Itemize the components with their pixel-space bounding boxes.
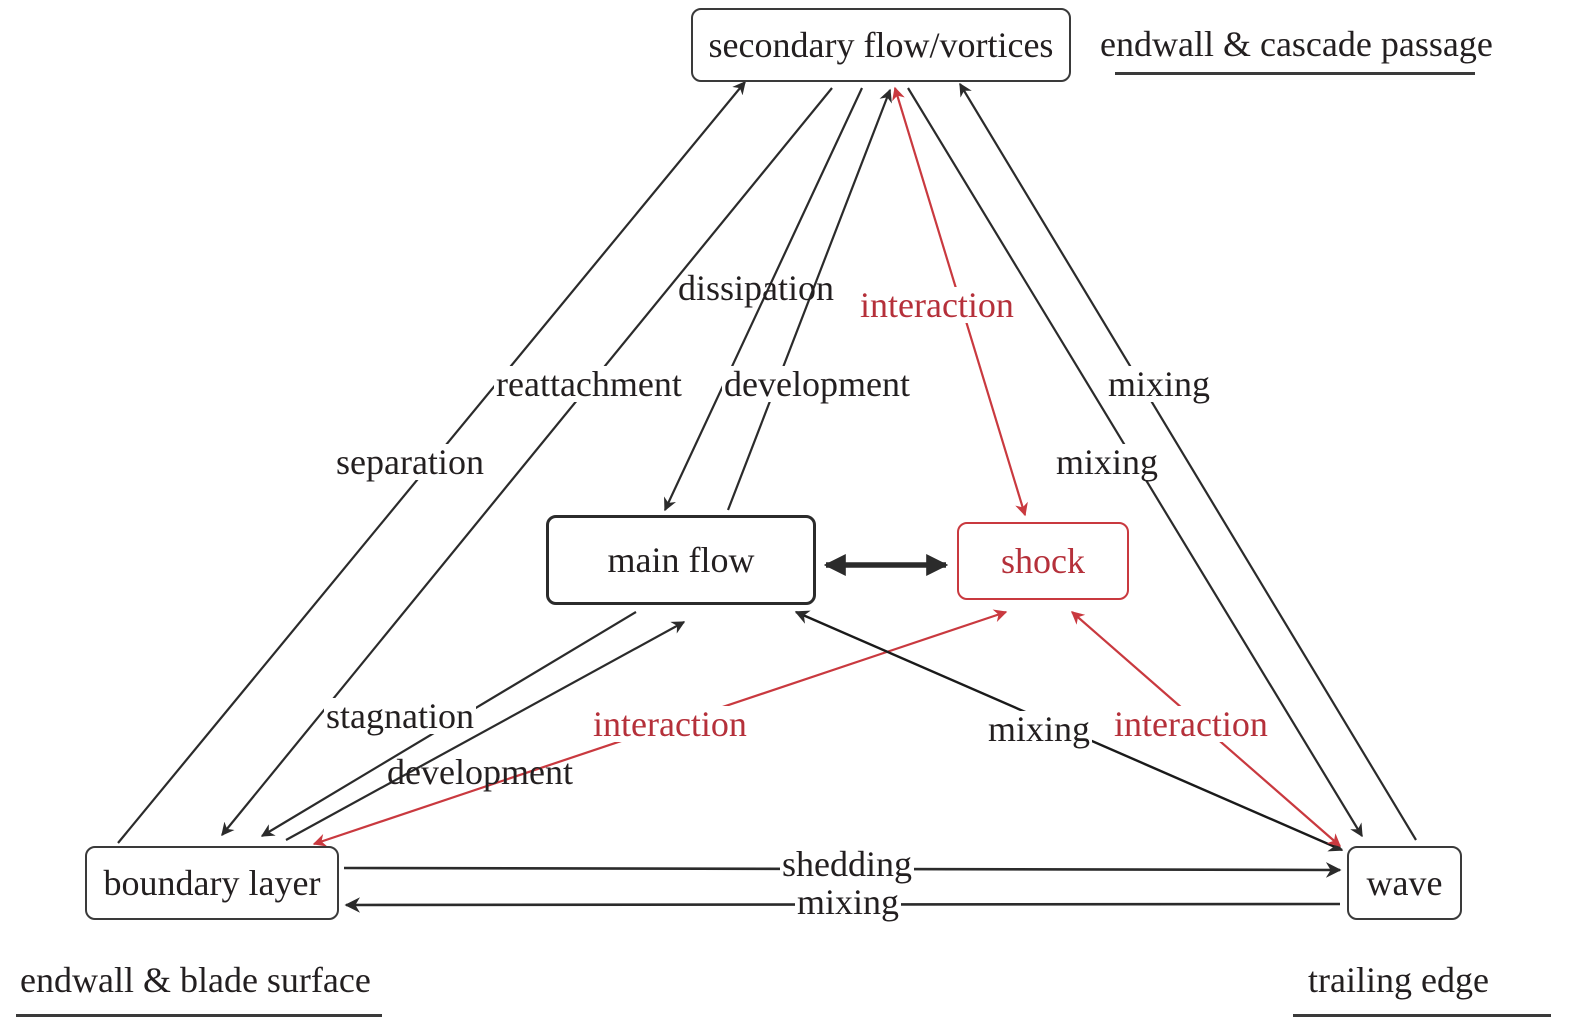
- region-label-trailing-edge: trailing edge: [1308, 960, 1489, 1000]
- node-main-flow: main flow: [546, 515, 816, 605]
- edge-label-interaction-right: interaction: [1112, 704, 1270, 744]
- edge-label-development-bottom: development: [387, 752, 573, 792]
- edge-label-reattachment: reattachment: [494, 364, 684, 404]
- node-shock: shock: [957, 522, 1129, 600]
- edge-label-mixing-lower: mixing: [1054, 442, 1161, 482]
- node-wave-label: wave: [1366, 863, 1443, 903]
- edge-label-development-top: development: [722, 364, 912, 404]
- edge-label-interaction-left: interaction: [591, 704, 749, 744]
- edge-label-mixing-center: mixing: [986, 709, 1093, 749]
- region-label-endwall-cascade: endwall & cascade passage: [1100, 24, 1493, 64]
- edge-label-mixing-upper: mixing: [1106, 364, 1213, 404]
- node-shock-label: shock: [1001, 541, 1085, 581]
- edge-development-top: [726, 88, 892, 511]
- region-underline-endwall-cascade: [1115, 72, 1475, 75]
- node-secondary-flow: secondary flow/vortices: [691, 8, 1071, 82]
- region-underline-endwall-blade: [16, 1014, 382, 1017]
- edge-label-dissipation: dissipation: [678, 268, 835, 308]
- edge-label-mixing-bottom: mixing: [795, 882, 902, 922]
- region-underline-trailing-edge: [1293, 1014, 1551, 1017]
- edge-label-interaction-top: interaction: [858, 285, 1016, 325]
- node-wave: wave: [1347, 846, 1462, 920]
- node-secondary-flow-label: secondary flow/vortices: [708, 25, 1054, 65]
- edge-dissipation: [664, 87, 863, 512]
- node-boundary-layer: boundary layer: [85, 846, 339, 920]
- region-label-endwall-blade: endwall & blade surface: [20, 960, 371, 1000]
- edge-label-shedding: shedding: [780, 844, 914, 884]
- edge-label-separation: separation: [334, 442, 486, 482]
- edge-label-stagnation: stagnation: [324, 696, 476, 736]
- node-boundary-layer-label: boundary layer: [103, 863, 321, 903]
- node-main-flow-label: main flow: [607, 540, 755, 580]
